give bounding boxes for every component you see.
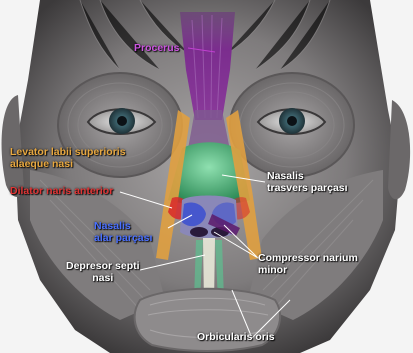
label-nasalis-transverse: Nasalis trasvers parçası (267, 170, 348, 194)
label-procerus: Procerus (134, 42, 180, 54)
label-orbicularis-oris: Orbicularis oris (197, 331, 275, 343)
label-compressor-line1: Compressor narium (258, 252, 358, 264)
left-pupil (117, 116, 127, 126)
label-nasalis-trans-line2: trasvers parçası (267, 182, 348, 194)
label-nasalis-alar-line2: alar parçası (94, 232, 152, 244)
label-compressor-line2: minor (258, 264, 358, 276)
label-depresor-line2: nasi (66, 272, 140, 284)
label-levator-labii: Levator labii superioris alaeque nasi (10, 146, 126, 170)
label-depresor-line1: Depresor septi (66, 260, 140, 272)
label-levator-line1: Levator labii superioris (10, 146, 126, 158)
left-nostril (190, 227, 208, 237)
label-nasalis-trans-line1: Nasalis (267, 170, 348, 182)
label-levator-line2: alaeque nasi (10, 158, 126, 170)
label-depresor-septi: Depresor septi nasi (66, 260, 140, 284)
right-pupil (287, 116, 297, 126)
label-compressor-narium: Compressor narium minor (258, 252, 358, 276)
label-nasalis-alar: Nasalis alar parçası (94, 220, 152, 244)
label-dilator-naris: Dilator naris anterior (10, 185, 113, 197)
label-nasalis-alar-line1: Nasalis (94, 220, 152, 232)
